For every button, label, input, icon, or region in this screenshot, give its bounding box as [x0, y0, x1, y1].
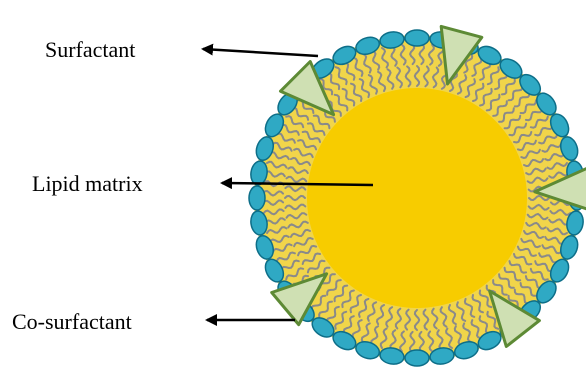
- labels: Surfactant Lipid matrix Co-surfactant: [12, 37, 143, 334]
- surfactant-label: Surfactant: [45, 37, 135, 62]
- particle: [249, 26, 586, 366]
- surfactant-head: [249, 186, 265, 210]
- surfactant-arrow: [203, 49, 318, 56]
- lipid-matrix-label: Lipid matrix: [32, 171, 143, 196]
- surfactant-head: [405, 350, 429, 366]
- co-surfactant-label: Co-surfactant: [12, 309, 132, 334]
- lipid-core: [307, 88, 527, 308]
- surfactant-head: [405, 30, 429, 46]
